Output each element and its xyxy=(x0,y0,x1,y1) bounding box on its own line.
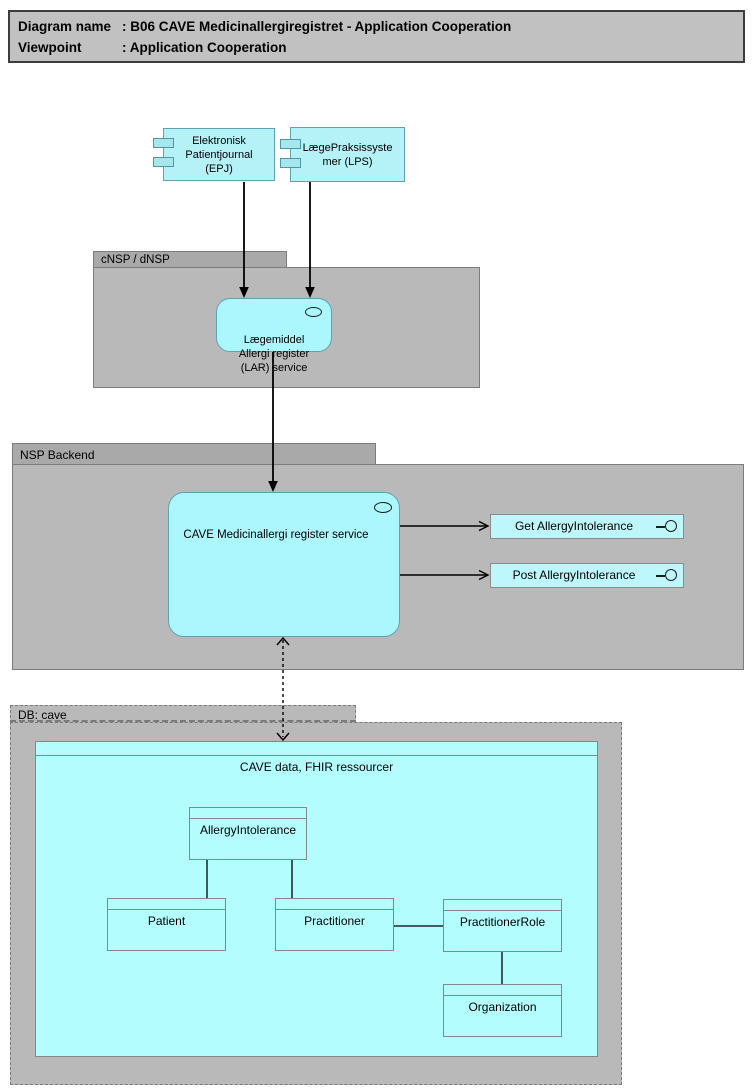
service-ellipse-icon xyxy=(305,307,322,317)
group-db-cave-label: DB: cave xyxy=(18,708,67,722)
interface-post-label: Post AllergyIntolerance xyxy=(512,568,636,582)
diagram-name-label: Diagram name xyxy=(18,19,112,34)
lollipop-icon xyxy=(656,525,665,528)
data-object-allergyintolerance: AllergyIntolerance xyxy=(189,807,307,860)
lollipop-icon xyxy=(656,574,665,577)
data-object-patient-label: Patient xyxy=(147,914,186,928)
component-port-icon xyxy=(280,139,301,149)
service-ellipse-icon xyxy=(374,502,392,513)
data-object-fhir-label: CAVE data, FHIR ressourcer xyxy=(239,760,394,774)
component-port-icon xyxy=(153,157,174,167)
diagram-name-value: : B06 CAVE Medicinallergiregistret - App… xyxy=(122,19,512,34)
component-epj-label: Elektronisk Patientjournal (EPJ) xyxy=(185,134,253,175)
group-cnsp-tab: cNSP / dNSP xyxy=(93,251,287,268)
data-object-allergyintolerance-label: AllergyIntolerance xyxy=(199,823,297,837)
component-port-icon xyxy=(153,138,174,148)
service-lar-label: Lægemiddel Allergi register (LAR) servic… xyxy=(238,334,310,374)
component-lps: LægePraksissyste mer (LPS) xyxy=(280,127,405,182)
group-cnsp-label: cNSP / dNSP xyxy=(101,254,170,266)
data-object-practitioner-label: Practitioner xyxy=(304,914,365,928)
data-object-organization-label: Organization xyxy=(468,1000,537,1014)
data-object-practitionerrole-label: PractitionerRole xyxy=(459,915,546,929)
data-object-practitionerrole: PractitionerRole xyxy=(443,899,562,952)
service-lar: Lægemiddel Allergi register (LAR) servic… xyxy=(216,298,332,374)
data-object-band xyxy=(108,899,225,910)
service-cave-label: CAVE Medicinallergi register service xyxy=(183,529,369,541)
component-lps-label: LægePraksissyste mer (LPS) xyxy=(302,141,393,168)
diagram-name-row: Diagram name : B06 CAVE Medicinallergire… xyxy=(18,16,735,37)
data-object-organization: Organization xyxy=(443,984,562,1037)
data-object-band xyxy=(190,808,306,819)
interface-get-allergyintolerance: Get AllergyIntolerance xyxy=(490,514,684,539)
service-cave: CAVE Medicinallergi register service xyxy=(168,492,400,637)
viewpoint-label: Viewpoint xyxy=(18,40,82,55)
component-epj: Elektronisk Patientjournal (EPJ) xyxy=(153,128,275,181)
viewpoint-value: : Application Cooperation xyxy=(122,40,287,55)
data-object-practitioner: Practitioner xyxy=(275,898,394,951)
lollipop-icon xyxy=(665,519,677,532)
data-object-band xyxy=(444,900,561,911)
interface-get-label: Get AllergyIntolerance xyxy=(514,519,634,533)
diagram-title-block: Diagram name : B06 CAVE Medicinallergire… xyxy=(8,10,745,63)
group-db-cave-tab: DB: cave xyxy=(10,705,356,723)
data-object-patient: Patient xyxy=(107,898,226,951)
data-object-band xyxy=(276,899,393,910)
interface-post-allergyintolerance: Post AllergyIntolerance xyxy=(490,563,684,588)
lollipop-icon xyxy=(665,568,677,581)
viewpoint-row: Viewpoint : Application Cooperation xyxy=(18,37,735,58)
data-object-band xyxy=(36,742,597,756)
component-port-icon xyxy=(280,158,301,168)
group-nsp-backend-label: NSP Backend xyxy=(20,448,95,462)
data-object-band xyxy=(444,985,561,996)
group-nsp-backend-tab: NSP Backend xyxy=(12,443,376,465)
